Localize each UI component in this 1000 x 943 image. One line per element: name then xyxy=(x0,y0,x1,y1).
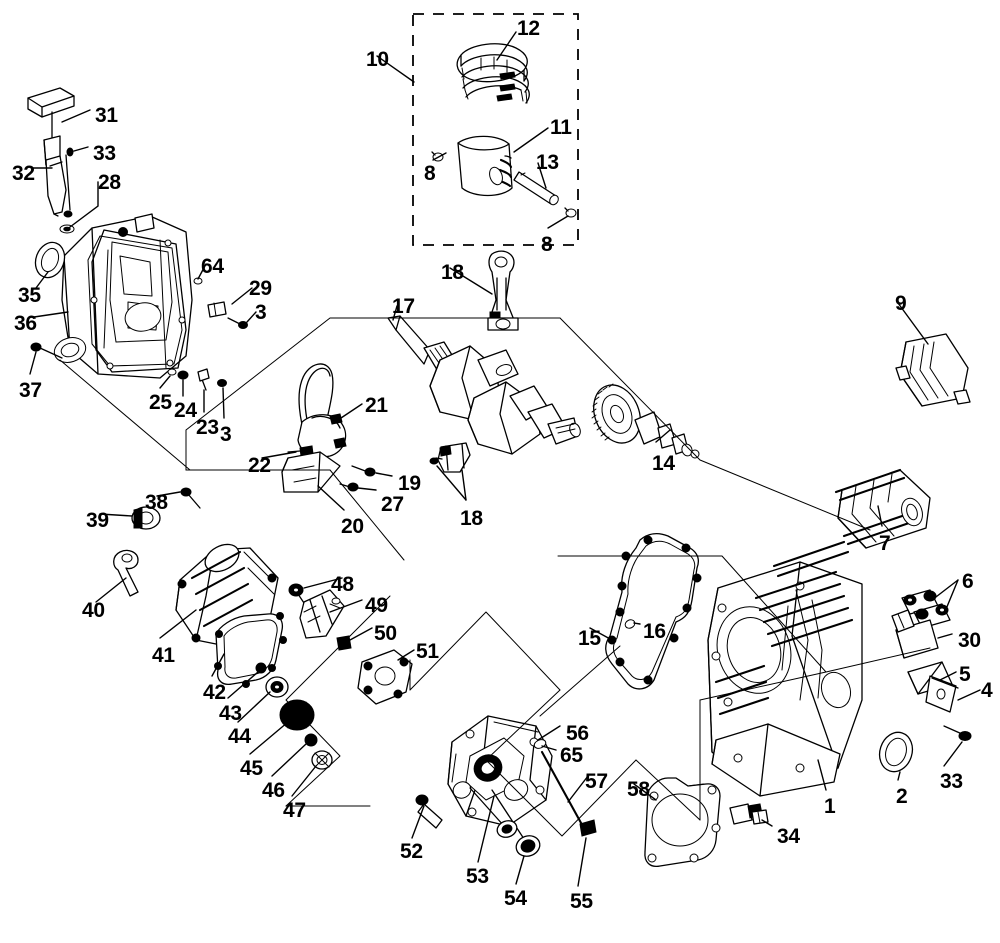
callout-valve: 54 xyxy=(504,887,527,910)
callout-sensor-bracket: 20 xyxy=(341,515,364,538)
callout-screw: 27 xyxy=(381,493,404,516)
callout-oil-seal: 2 xyxy=(896,785,908,808)
rocker-cover-assembly xyxy=(113,487,287,688)
callout-nut: 43 xyxy=(219,702,242,725)
callout-oil-drain-plug: 34 xyxy=(777,825,800,848)
crankshaft xyxy=(387,315,581,455)
callout-valve-seal: 47 xyxy=(283,799,306,822)
callout-mount-bracket: 5 xyxy=(959,663,971,686)
callout-air-cleaner-base: 7 xyxy=(879,532,891,555)
callout-crankcase-cover: 36 xyxy=(14,312,37,335)
callout-stud: 23 xyxy=(196,416,219,439)
oil-level-sensor-assembly xyxy=(281,363,376,493)
callout-pin: 55 xyxy=(570,890,593,913)
callout-rocker-cover: 41 xyxy=(152,644,175,667)
callout-dowel-pin: 16 xyxy=(643,620,666,643)
callout-bolt: 3 xyxy=(255,301,267,324)
callout-bolt: 3 xyxy=(220,423,232,446)
callout-valve-spring: 45 xyxy=(240,757,263,780)
callout-bolt: 19 xyxy=(398,472,421,495)
piston-ring-set xyxy=(456,43,530,104)
connecting-rod-cap xyxy=(429,442,471,473)
callout-cylinder-head-gasket: 58 xyxy=(627,778,650,801)
callout-dipstick-tube: 32 xyxy=(12,162,35,185)
callout-o-ring: 28 xyxy=(98,171,121,194)
callout-bolt: 50 xyxy=(374,622,397,645)
piston-kit-boundary xyxy=(412,13,579,246)
callout-washer: 25 xyxy=(149,391,172,414)
piston-assembly xyxy=(431,135,577,218)
callout-bolt: 33 xyxy=(93,142,116,165)
callout-cylinder-head: 53 xyxy=(466,865,489,888)
callout-bolt: 33 xyxy=(940,770,963,793)
callout-bolt: 38 xyxy=(145,491,168,514)
small-brackets-group xyxy=(891,589,972,741)
callout-cylinder-head-assembly: 56 xyxy=(566,722,589,745)
callout-pin: 64 xyxy=(201,255,224,278)
callout-bolt: 22 xyxy=(248,454,271,477)
air-cleaner-cover xyxy=(895,333,971,407)
callout-spring-seat: 46 xyxy=(262,779,285,802)
callout-piston-pin-clip: 8 xyxy=(541,233,553,256)
dipstick-assembly xyxy=(27,87,75,234)
callout-spacer: 24 xyxy=(174,399,197,422)
callout-insulator-spacer: 6 xyxy=(962,570,974,593)
callout-crankcase-cover-gasket: 15 xyxy=(578,627,601,650)
callout-clip: 40 xyxy=(82,599,105,622)
breather-assembly xyxy=(288,583,413,705)
crankcase-cover xyxy=(30,213,248,391)
callout-crankshaft: 17 xyxy=(392,295,415,318)
callout-valve-retainer: 44 xyxy=(228,725,251,748)
callout-air-cleaner-cover: 9 xyxy=(895,292,907,315)
callout-camshaft: 14 xyxy=(652,452,675,475)
leader-lines xyxy=(29,31,981,887)
callout-bolt: 48 xyxy=(331,573,354,596)
air-cleaner-base xyxy=(834,468,931,549)
camshaft xyxy=(591,383,700,459)
callout-cylinder-crankcase: 1 xyxy=(824,795,836,818)
crankcase-cover-gasket xyxy=(605,533,702,690)
callout-push-rod: 57 xyxy=(585,770,608,793)
callout-dowel: 65 xyxy=(560,744,583,767)
cylinder-head xyxy=(415,715,597,857)
callout-bolt: 52 xyxy=(400,840,423,863)
callout-breather-plate: 51 xyxy=(416,640,439,663)
cylinder-head-gasket xyxy=(644,777,721,868)
callout-grommet: 39 xyxy=(86,509,109,532)
callout-oil-level-sensor: 21 xyxy=(365,394,388,417)
callout-breather-reed: 49 xyxy=(365,594,388,617)
callout-piston-ring-set: 12 xyxy=(517,17,540,40)
callout-piston-kit: 10 xyxy=(366,48,389,71)
valve-train-parts xyxy=(255,662,333,770)
callout-rocker-cover-gasket: 42 xyxy=(203,681,226,704)
callout-clamp: 29 xyxy=(249,277,272,300)
cylinder-crankcase xyxy=(707,540,914,825)
callout-recoil-starter-handle-rod: 31 xyxy=(95,104,118,127)
callout-bolt: 37 xyxy=(19,379,42,402)
connecting-rod xyxy=(487,250,519,331)
callout-connecting-rod-cap: 18 xyxy=(460,507,483,530)
callout-piston-pin-clip: 8 xyxy=(424,162,436,185)
callout-connecting-rod: 18 xyxy=(441,261,464,284)
callout-piston: 11 xyxy=(550,116,572,139)
callout-control-bracket: 30 xyxy=(958,629,981,652)
callout-support-plate: 4 xyxy=(981,679,993,702)
callout-oil-seal: 35 xyxy=(18,284,41,307)
callout-piston-pin: 13 xyxy=(536,151,559,174)
